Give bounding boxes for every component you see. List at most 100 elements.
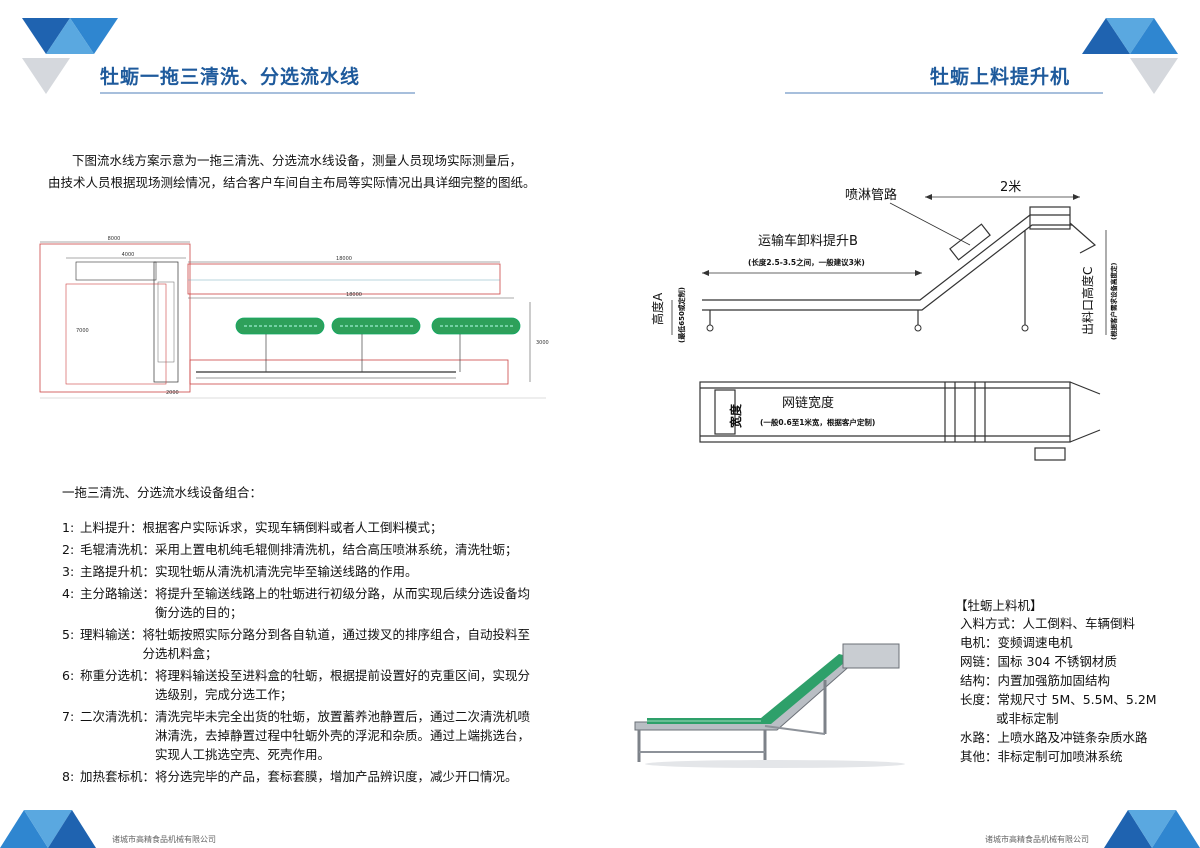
item-text-line: 采用上置电机纯毛辊侧排清洗机，结合高压喷淋系统，清洗牡蛎； bbox=[155, 542, 518, 557]
spec-list: 入料方式：人工倒料、车辆倒料电机：变频调速电机网链：国标 304 不锈钢材质结构… bbox=[960, 614, 1180, 766]
spec-key: 电机： bbox=[960, 635, 998, 650]
spec-row: 其他：非标定制可加喷淋系统 bbox=[960, 747, 1180, 766]
dim-7000: 7000 bbox=[76, 328, 89, 334]
item-key: 二次清洗机： bbox=[80, 709, 156, 724]
item-key: 加热套标机： bbox=[80, 769, 156, 784]
production-line-drawing: 8000 4000 18000 18000 3000 7000 2000 bbox=[39, 236, 549, 399]
dim-4000: 4000 bbox=[122, 252, 135, 258]
lift-side-view-diagram: 喷淋管路 2米 运输车卸料提升B (长度2.5-3.5之间，一般建议3米) 高度… bbox=[650, 180, 1118, 343]
equipment-item: 4: 主分路输送：将提升至输送线路上的牡蛎进行初级分路，从而实现后续分选设备均衡分… bbox=[62, 584, 542, 622]
spec-key: 其他： bbox=[960, 749, 998, 764]
item-text: 将分选完毕的产品，套标套膜，增加产品辨识度，减少开口情况。 bbox=[155, 767, 542, 786]
item-text: 将理料输送投至进料盒的牡蛎，根据提前设置好的克重区间，实现分选级别，完成分选工作… bbox=[155, 666, 542, 704]
intro-line-1: 下图流水线方案示意为一拖三清洗、分选流水线设备，测量人员现场实际测量后， bbox=[72, 153, 523, 168]
equipment-item: 2: 毛辊清洗机：采用上置电机纯毛辊侧排清洗机，结合高压喷淋系统，清洗牡蛎； bbox=[62, 540, 542, 559]
spec-key: 结构： bbox=[960, 673, 998, 688]
sorter-3 bbox=[431, 317, 521, 372]
label-height-a-sub: (最低650或定制) bbox=[677, 287, 686, 343]
equipment-item: 8: 加热套标机：将分选完毕的产品，套标套膜，增加产品辨识度，减少开口情况。 bbox=[62, 767, 542, 786]
item-number: 7: bbox=[62, 709, 75, 724]
spec-heading: 【牡蛎上料机】 bbox=[955, 598, 1043, 613]
spec-value: 或非标定制 bbox=[996, 711, 1059, 726]
left-title-underline bbox=[100, 92, 415, 94]
item-text-line: 衡分选的目的； bbox=[155, 605, 243, 620]
top-frame bbox=[699, 381, 1101, 461]
spec-value: 国标 304 不锈钢材质 bbox=[997, 654, 1117, 669]
item-text-line: 将提升至输送线路上的牡蛎进行初级分路，从而实现后续分选设备均 bbox=[155, 586, 531, 601]
equipment-item: 6: 称重分选机：将理料输送投至进料盒的牡蛎，根据提前设置好的克重区间，实现分选级… bbox=[62, 666, 542, 704]
spec-row: 网链：国标 304 不锈钢材质 bbox=[960, 652, 1180, 671]
item-text-line: 选级别，完成分选工作； bbox=[155, 687, 293, 702]
item-number: 5: bbox=[62, 627, 75, 642]
spec-key: 入料方式： bbox=[960, 616, 1023, 631]
item-text: 清洗完毕未完全出货的牡蛎，放置蓄养池静置后，通过二次清洗机喷淋清洗，去掉静置过程… bbox=[155, 707, 542, 764]
label-chain-width-sub: (一般0.6至1米宽，根据客户定制) bbox=[760, 417, 875, 427]
item-text: 根据客户实际诉求，实现车辆倒料或者人工倒料模式； bbox=[143, 518, 542, 537]
spec-value: 常规尺寸 5M、5.5M、5.2M bbox=[997, 692, 1157, 707]
dim-18000-a: 18000 bbox=[336, 256, 352, 262]
item-text-line: 清洗完毕未完全出货的牡蛎，放置蓄养池静置后，通过二次清洗机喷 bbox=[155, 709, 531, 724]
spec-value: 人工倒料、车辆倒料 bbox=[1022, 616, 1136, 631]
intro-line-2: 由技术人员根据现场测绘情况，结合客户车间自主布局等实际情况出具详细完整的图纸。 bbox=[48, 175, 536, 190]
equipment-item: 1: 上料提升：根据客户实际诉求，实现车辆倒料或者人工倒料模式； bbox=[62, 518, 542, 537]
spec-value: 非标定制可加喷淋系统 bbox=[997, 749, 1123, 764]
corner-logo-bottom-left bbox=[0, 810, 96, 848]
spec-value: 上喷水路及冲链条杂质水路 bbox=[997, 730, 1148, 745]
label-2m: 2米 bbox=[1000, 180, 1021, 195]
spec-value: 内置加强筋加固结构 bbox=[997, 673, 1111, 688]
label-lift-b-sub: (长度2.5-3.5之间，一般建议3米) bbox=[748, 257, 865, 267]
label-outlet-c: 出料口高度C bbox=[1080, 267, 1095, 335]
right-footer-company: 诸城市高精食品机械有限公司 bbox=[985, 835, 1089, 844]
item-text-line: 将理料输送投至进料盒的牡蛎，根据提前设置好的克重区间，实现分 bbox=[155, 668, 531, 683]
spec-row: 或非标定制 bbox=[960, 709, 1180, 728]
item-number: 4: bbox=[62, 586, 75, 601]
item-text-line: 实现牡蛎从清洗机清洗完毕至输送线路的作用。 bbox=[155, 564, 418, 579]
item-key: 称重分选机： bbox=[80, 668, 156, 683]
item-key: 理料输送： bbox=[80, 627, 143, 642]
label-lift-b: 运输车卸料提升B bbox=[758, 233, 858, 249]
item-text-line: 根据客户实际诉求，实现车辆倒料或者人工倒料模式； bbox=[142, 520, 443, 535]
dim-3000: 3000 bbox=[536, 340, 549, 346]
item-key: 主分路输送： bbox=[80, 586, 156, 601]
spec-row: 长度：常规尺寸 5M、5.5M、5.2M bbox=[960, 690, 1180, 709]
equipment-item: 3:主路提升机：实现牡蛎从清洗机清洗完毕至输送线路的作用。 bbox=[62, 562, 542, 581]
spec-key: 网链： bbox=[960, 654, 998, 669]
item-text: 采用上置电机纯毛辊侧排清洗机，结合高压喷淋系统，清洗牡蛎； bbox=[155, 540, 542, 559]
equipment-item: 7: 二次清洗机：清洗完毕未完全出货的牡蛎，放置蓄养池静置后，通过二次清洗机喷淋清… bbox=[62, 707, 542, 764]
item-text-line: 淋清洗，去掉静置过程中牡蛎外壳的浮泥和杂质。通过上端挑选台， bbox=[155, 728, 531, 743]
left-page-title: 牡蛎一拖三清洗、分选流水线 bbox=[100, 66, 361, 88]
item-number: 2: bbox=[62, 542, 75, 557]
item-key: 上料提升： bbox=[80, 520, 143, 535]
spec-row: 水路：上喷水路及冲链条杂质水路 bbox=[960, 728, 1180, 747]
room-outline bbox=[39, 243, 191, 393]
item-number: 1: bbox=[62, 520, 75, 535]
dim-8000: 8000 bbox=[108, 236, 121, 242]
sorter-1 bbox=[235, 317, 325, 372]
spec-value: 变频调速电机 bbox=[997, 635, 1073, 650]
label-spray-pipe: 喷淋管路 bbox=[845, 187, 897, 203]
equipment-list-heading: 一拖三清洗、分选流水线设备组合： bbox=[62, 485, 263, 500]
item-text: 实现牡蛎从清洗机清洗完毕至输送线路的作用。 bbox=[155, 562, 542, 581]
item-number: 6: bbox=[62, 668, 75, 683]
dim-2000: 2000 bbox=[166, 390, 179, 396]
sorter-2 bbox=[331, 317, 421, 372]
lift-machine-photo bbox=[634, 643, 905, 768]
right-title-underline bbox=[785, 92, 1103, 94]
item-key: 主路提升机： bbox=[80, 564, 156, 579]
spec-row: 电机：变频调速电机 bbox=[960, 633, 1180, 652]
item-number: 8: bbox=[62, 769, 75, 784]
item-text: 将牡蛎按照实际分路分到各自轨道，通过拨叉的排序组合，自动投料至分选机料盒； bbox=[143, 625, 542, 663]
conveyor-frame bbox=[702, 206, 1097, 325]
item-text-line: 将分选完毕的产品，套标套膜，增加产品辨识度，减少开口情况。 bbox=[155, 769, 518, 784]
dim-18000-b: 18000 bbox=[346, 292, 362, 298]
item-text-line: 实现人工挑选空壳、死壳作用。 bbox=[155, 747, 331, 762]
label-height-a: 高度A bbox=[650, 292, 665, 325]
item-text: 将提升至输送线路上的牡蛎进行初级分路，从而实现后续分选设备均衡分选的目的； bbox=[155, 584, 542, 622]
spec-key: 水路： bbox=[960, 730, 998, 745]
right-page-title: 牡蛎上料提升机 bbox=[930, 66, 1071, 88]
corner-logo-bottom-right bbox=[1104, 810, 1200, 848]
corner-logo-top-right bbox=[1082, 18, 1178, 94]
item-key: 毛辊清洗机： bbox=[80, 542, 156, 557]
equipment-list: 1: 上料提升：根据客户实际诉求，实现车辆倒料或者人工倒料模式； 2: 毛辊清洗机：采… bbox=[62, 518, 542, 789]
intro-paragraph: 下图流水线方案示意为一拖三清洗、分选流水线设备，测量人员现场实际测量后， 由技术… bbox=[48, 150, 548, 194]
